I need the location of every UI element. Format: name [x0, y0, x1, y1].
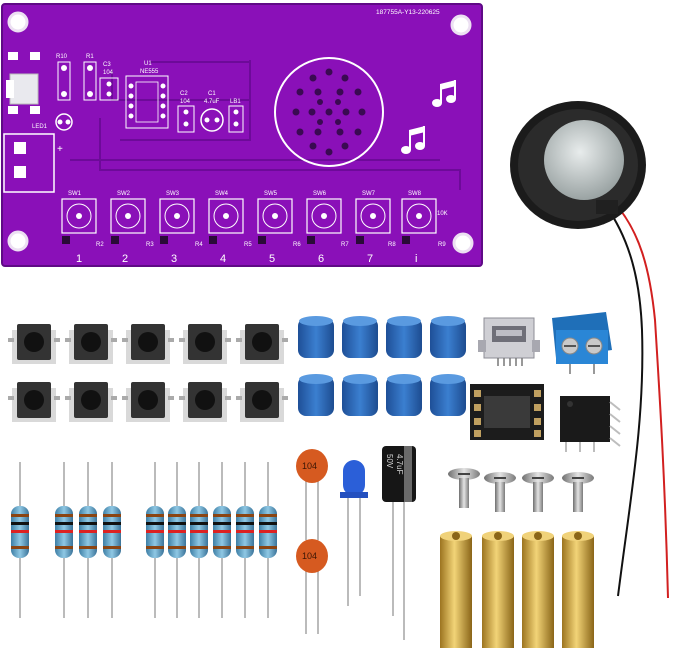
blue-led: [340, 460, 368, 606]
button-caps: [298, 316, 466, 416]
mounting-hole-icon: [7, 11, 474, 254]
micro-usb-connector: [478, 317, 540, 366]
label-note-5: 5: [269, 253, 275, 265]
ic-footprint: [125, 75, 169, 129]
label-r1: R1: [86, 54, 94, 60]
label-sw3: SW3: [166, 191, 180, 197]
label-note-8: i: [415, 253, 417, 265]
label-sw5: SW5: [264, 191, 278, 197]
ceramic-capacitors: 104 104: [296, 449, 328, 634]
label-note-1: 1: [76, 253, 82, 265]
label-r7: R7: [341, 242, 349, 248]
label-10k: 10K: [437, 211, 448, 217]
label-r4: R4: [195, 242, 203, 248]
label-c3: C3: [103, 62, 111, 68]
label-note-7: 7: [367, 253, 373, 265]
speaker-magnet-icon: [544, 120, 624, 200]
terminal-footprint: [3, 133, 55, 193]
usb-port: [6, 52, 40, 114]
pcb-board: 187755A-Y13-220625 + R10 R: [1, 3, 483, 267]
brass-standoffs: [440, 531, 594, 648]
label-sw1: SW1: [68, 191, 82, 197]
label-r10: R10: [56, 54, 68, 60]
ne555-chip: [560, 396, 621, 452]
terminal-block: [552, 312, 612, 374]
ceramic-cap-label-2: 104: [302, 551, 317, 561]
label-c2: C2: [180, 91, 188, 97]
label-sw6: SW6: [313, 191, 327, 197]
label-c1: C1: [208, 91, 216, 97]
electrolytic-value: 4.7uF: [395, 454, 404, 475]
label-r3: R3: [146, 242, 154, 248]
ceramic-cap-label-1: 104: [302, 461, 317, 471]
label-r2: R2: [96, 242, 104, 248]
label-lb1: LB1: [230, 99, 241, 105]
tactile-switches: [8, 324, 288, 422]
label-u1: U1: [144, 61, 152, 67]
label-sw2: SW2: [117, 191, 131, 197]
speaker-footprint: [274, 57, 384, 167]
label-sw8: SW8: [408, 191, 422, 197]
pcb-serial: 187755A-Y13-220625: [376, 9, 440, 16]
ic-socket: [470, 384, 544, 440]
label-note-2: 2: [122, 253, 128, 265]
switch-row: SW1 SW2 SW3 SW4: [61, 191, 448, 265]
label-r6: R6: [293, 242, 301, 248]
electrolytic-capacitor: 4.7uF 50V: [382, 446, 416, 640]
label-r9: R9: [438, 242, 446, 248]
label-note-4: 4: [220, 253, 226, 265]
label-ne555: NE555: [140, 69, 159, 75]
resistors: [11, 462, 277, 618]
label-c2-val: 104: [180, 99, 191, 105]
svg-text:+: +: [57, 144, 63, 155]
label-sw7: SW7: [362, 191, 376, 197]
label-led1: LED1: [32, 124, 48, 130]
screws: [448, 468, 594, 512]
music-note-icon: [401, 80, 456, 154]
speaker: [510, 101, 669, 599]
label-note-6: 6: [318, 253, 324, 265]
label-r5: R5: [244, 242, 252, 248]
electrolytic-voltage: 50V: [385, 454, 394, 469]
label-note-3: 3: [171, 253, 177, 265]
label-sw4: SW4: [215, 191, 229, 197]
label-c1-val: 4.7uF: [204, 99, 220, 105]
label-c3-val: 104: [103, 70, 114, 76]
label-r8: R8: [388, 242, 396, 248]
